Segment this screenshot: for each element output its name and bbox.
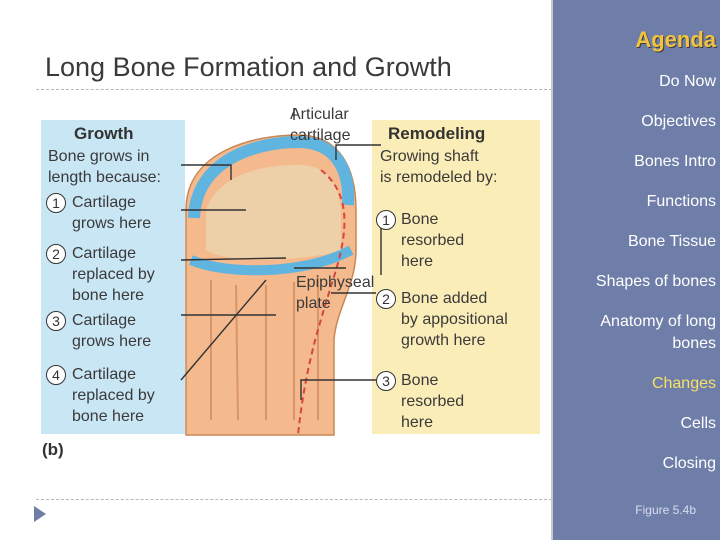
next-slide-arrow-icon[interactable] xyxy=(34,506,46,522)
remodeling-step-number: 1 xyxy=(376,210,396,230)
growth-step-number: 3 xyxy=(46,311,66,331)
slide-title: Long Bone Formation and Growth xyxy=(45,52,452,83)
agenda-item-objectives[interactable]: Objectives xyxy=(641,111,716,133)
figure-label: (b) xyxy=(42,440,64,460)
agenda-item-functions[interactable]: Functions xyxy=(647,191,716,213)
epiphyseal-callout: Epiphyseal plate xyxy=(296,272,374,314)
articular-callout: Articular cartilage xyxy=(290,104,350,146)
figure-reference: Figure 5.4b xyxy=(635,503,696,517)
growth-intro: Bone grows in length because: xyxy=(48,146,161,188)
remodeling-heading: Remodeling xyxy=(388,124,485,144)
agenda-item-bones-intro[interactable]: Bones Intro xyxy=(634,151,716,173)
remodeling-step-number: 2 xyxy=(376,289,396,309)
agenda-item-cells[interactable]: Cells xyxy=(680,413,716,435)
agenda-item-anatomy-of-long-bones[interactable]: Anatomy of long bones xyxy=(566,311,716,355)
bone-growth-figure: Articular cartilage Epiphyseal plate Gro… xyxy=(36,100,546,470)
agenda-item-changes[interactable]: Changes xyxy=(652,373,716,395)
remodeling-step-number: 3 xyxy=(376,371,396,391)
growth-step-number: 2 xyxy=(46,244,66,264)
agenda-item-bone-tissue[interactable]: Bone Tissue xyxy=(628,231,716,253)
agenda-sidebar: Agenda Do Now Objectives Bones Intro Fun… xyxy=(551,0,720,540)
growth-heading: Growth xyxy=(74,124,134,144)
remodeling-intro: Growing shaft is remodeled by: xyxy=(380,146,497,188)
growth-step-number: 4 xyxy=(46,365,66,385)
growth-step-number: 1 xyxy=(46,193,66,213)
title-divider xyxy=(36,89,552,90)
footer-divider xyxy=(36,499,552,500)
agenda-item-do-now[interactable]: Do Now xyxy=(659,71,716,93)
agenda-heading: Agenda xyxy=(635,27,716,53)
agenda-item-shapes-of-bones[interactable]: Shapes of bones xyxy=(596,271,716,293)
agenda-item-closing[interactable]: Closing xyxy=(663,453,716,475)
